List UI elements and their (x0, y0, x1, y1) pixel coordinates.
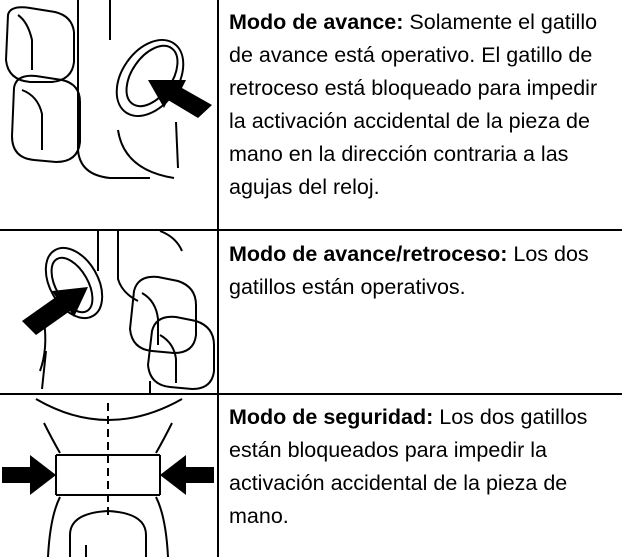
forward-reverse-mode-title: Modo de avance/retroceso: (229, 242, 508, 266)
safety-mode-body: Los dos gatillos están bloqueados para i… (229, 405, 588, 528)
forward-mode-description: Modo de avance: Solamente el gatillo de … (229, 6, 613, 204)
forward-mode-title: Modo de avance: (229, 10, 404, 34)
column-divider (217, 0, 219, 557)
safety-mode-description: Modo de seguridad: Los dos gatillos está… (229, 401, 613, 533)
row-divider (0, 229, 622, 231)
forward-reverse-mode-trigger-illustration (0, 231, 216, 393)
forward-mode-trigger-illustration (0, 0, 216, 229)
safety-mode-title: Modo de seguridad: (229, 405, 434, 429)
forward-reverse-mode-description: Modo de avance/retroceso: Los dos gatill… (229, 238, 613, 304)
forward-mode-body: Solamente el gatillo de avance está oper… (229, 10, 598, 199)
row-divider (0, 393, 622, 395)
safety-mode-trigger-illustration (0, 395, 216, 557)
forward-reverse-mode-body: Los dos gatillos están operativos. (229, 242, 589, 299)
